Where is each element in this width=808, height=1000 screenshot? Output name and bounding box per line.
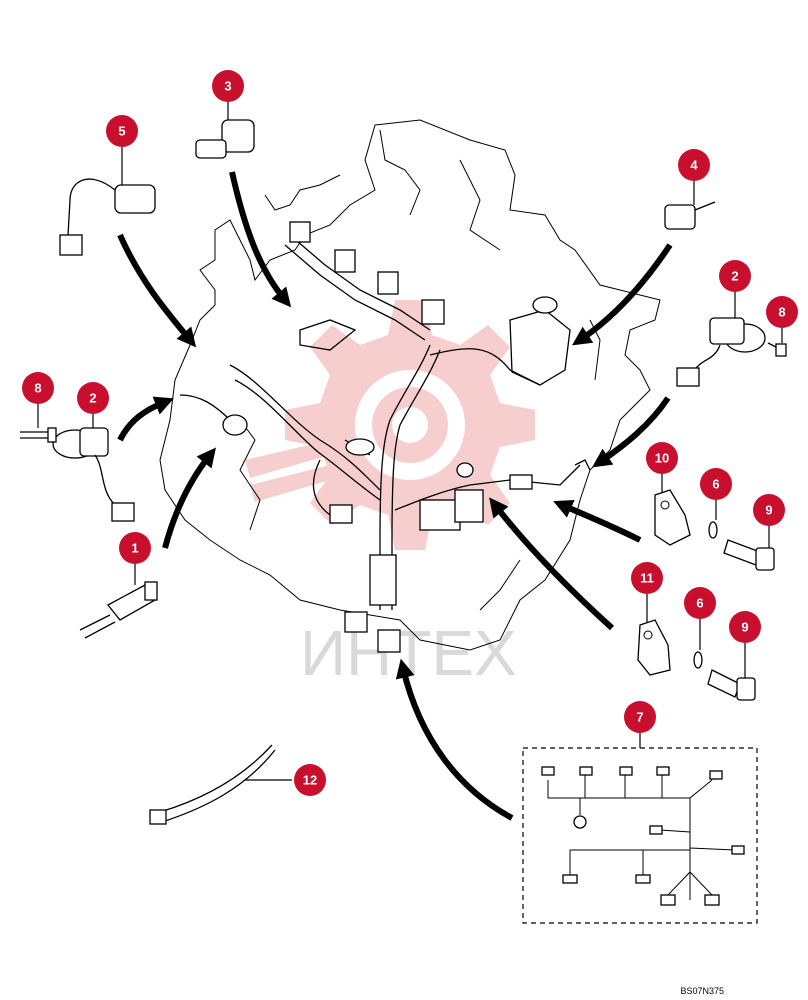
callout-4: 4 — [678, 149, 710, 181]
svg-text:3: 3 — [224, 79, 231, 94]
callout-9-upper: 9 — [753, 494, 785, 526]
svg-text:6: 6 — [696, 596, 703, 611]
callout-9-lower: 9 — [729, 611, 761, 643]
part-8-bolt-right — [767, 342, 787, 357]
callout-7: 7 — [624, 701, 656, 733]
callout-11: 11 — [631, 562, 663, 594]
svg-text:8: 8 — [778, 305, 785, 320]
part-5-sensor — [59, 178, 156, 256]
callout-2-left: 2 — [77, 382, 109, 414]
svg-text:11: 11 — [640, 571, 654, 586]
svg-text:4: 4 — [690, 158, 698, 173]
callout-10: 10 — [646, 442, 678, 474]
part-9-bolt-lower — [707, 669, 756, 701]
part-4-sensor — [664, 201, 716, 230]
part-2-sensor-left — [52, 427, 135, 522]
callout-2-right: 2 — [719, 260, 751, 292]
pointer-arrows — [117, 171, 673, 821]
engine-outline — [159, 119, 661, 651]
svg-text:2: 2 — [89, 391, 96, 406]
svg-text:6: 6 — [712, 477, 719, 492]
svg-text:5: 5 — [118, 124, 125, 139]
part-11-bracket — [637, 619, 671, 676]
svg-text:10: 10 — [655, 451, 669, 466]
part-8-bolt-left — [20, 427, 57, 443]
svg-text:2: 2 — [731, 269, 738, 284]
part-6-washer-lower — [693, 651, 703, 669]
callout-8-right: 8 — [766, 296, 798, 328]
wiring-harness — [179, 221, 591, 653]
svg-text:7: 7 — [636, 710, 643, 725]
callout-8-left: 8 — [22, 372, 54, 404]
part-9-bolt-upper — [723, 539, 775, 571]
callout-3: 3 — [212, 70, 244, 102]
reference-code: BS07N375 — [680, 986, 724, 996]
part-6-washer-upper — [708, 521, 718, 539]
svg-text:12: 12 — [303, 773, 317, 788]
callout-1: 1 — [119, 532, 151, 564]
callout-6-lower: 6 — [684, 587, 716, 619]
watermark-gear-icon — [245, 300, 535, 550]
svg-text:9: 9 — [765, 503, 772, 518]
part-12-cable-tie — [149, 744, 276, 825]
part-1-sensor — [79, 581, 158, 639]
callout-12: 12 — [294, 764, 326, 796]
svg-text:9: 9 — [741, 620, 748, 635]
callout-6-upper: 6 — [700, 468, 732, 500]
svg-text:8: 8 — [34, 381, 41, 396]
svg-text:1: 1 — [131, 541, 138, 556]
part-7-harness-schematic — [522, 747, 758, 924]
callout-5: 5 — [106, 115, 138, 147]
part-2-sensor-right — [676, 317, 766, 387]
part-10-bracket — [654, 489, 691, 546]
part-3-sender — [195, 119, 255, 159]
